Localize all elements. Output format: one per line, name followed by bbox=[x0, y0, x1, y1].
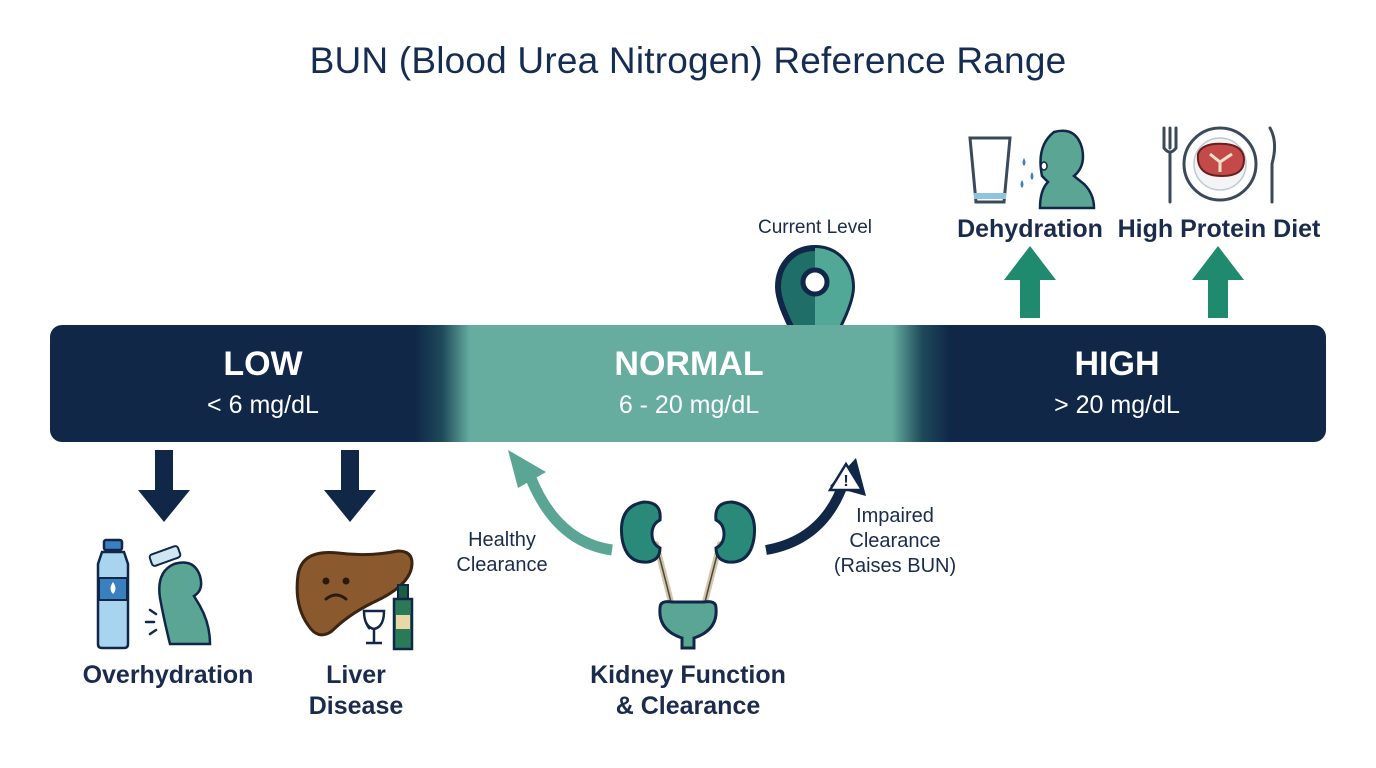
kidney-function-label: Kidney Function & Clearance bbox=[590, 661, 786, 720]
impaired-clearance-arrow-icon: ! bbox=[765, 458, 866, 555]
reference-range-bar: LOW < 6 mg/dL NORMAL 6 - 20 mg/dL HIGH >… bbox=[50, 325, 1326, 442]
down-arrow-icon bbox=[138, 450, 190, 522]
up-arrow-icon bbox=[1192, 246, 1244, 318]
segment-normal-range: 6 - 20 mg/dL bbox=[618, 391, 760, 419]
page-title: BUN (Blood Urea Nitrogen) Reference Rang… bbox=[309, 40, 1067, 81]
segment-normal-label: NORMAL bbox=[614, 345, 764, 383]
high-protein-diet-label: High Protein Diet bbox=[1117, 215, 1321, 243]
overhydration-label: Overhydration bbox=[82, 661, 254, 689]
segment-normal: NORMAL 6 - 20 mg/dL bbox=[476, 325, 902, 442]
segment-low: LOW < 6 mg/dL bbox=[50, 325, 476, 442]
impaired-clearance-label: Impaired Clearance (Raises BUN) bbox=[833, 505, 957, 577]
segment-low-range: < 6 mg/dL bbox=[207, 391, 319, 419]
healthy-clearance-arrow-icon bbox=[508, 450, 613, 556]
dehydration-label: Dehydration bbox=[957, 215, 1103, 243]
healthy-clearance-label: Healthy Clearance bbox=[456, 529, 548, 576]
down-arrow-icon bbox=[324, 450, 376, 522]
sad-liver-icon bbox=[295, 549, 414, 651]
svg-text:!: ! bbox=[843, 473, 848, 490]
segment-low-label: LOW bbox=[223, 345, 303, 383]
steak-plate-icon bbox=[1162, 126, 1277, 204]
segment-high: HIGH > 20 mg/dL bbox=[902, 325, 1332, 442]
water-bottle-drinking-icon bbox=[96, 538, 212, 650]
liver-disease-label: Liver Disease bbox=[308, 661, 404, 720]
up-arrow-icon bbox=[1004, 246, 1056, 318]
kidneys-bladder-icon bbox=[619, 500, 757, 650]
empty-glass-thirsty-person-icon bbox=[968, 129, 1096, 210]
segment-high-label: HIGH bbox=[1074, 345, 1160, 383]
segment-high-range: > 20 mg/dL bbox=[1054, 391, 1180, 419]
current-level-label: Current Level bbox=[757, 217, 873, 238]
